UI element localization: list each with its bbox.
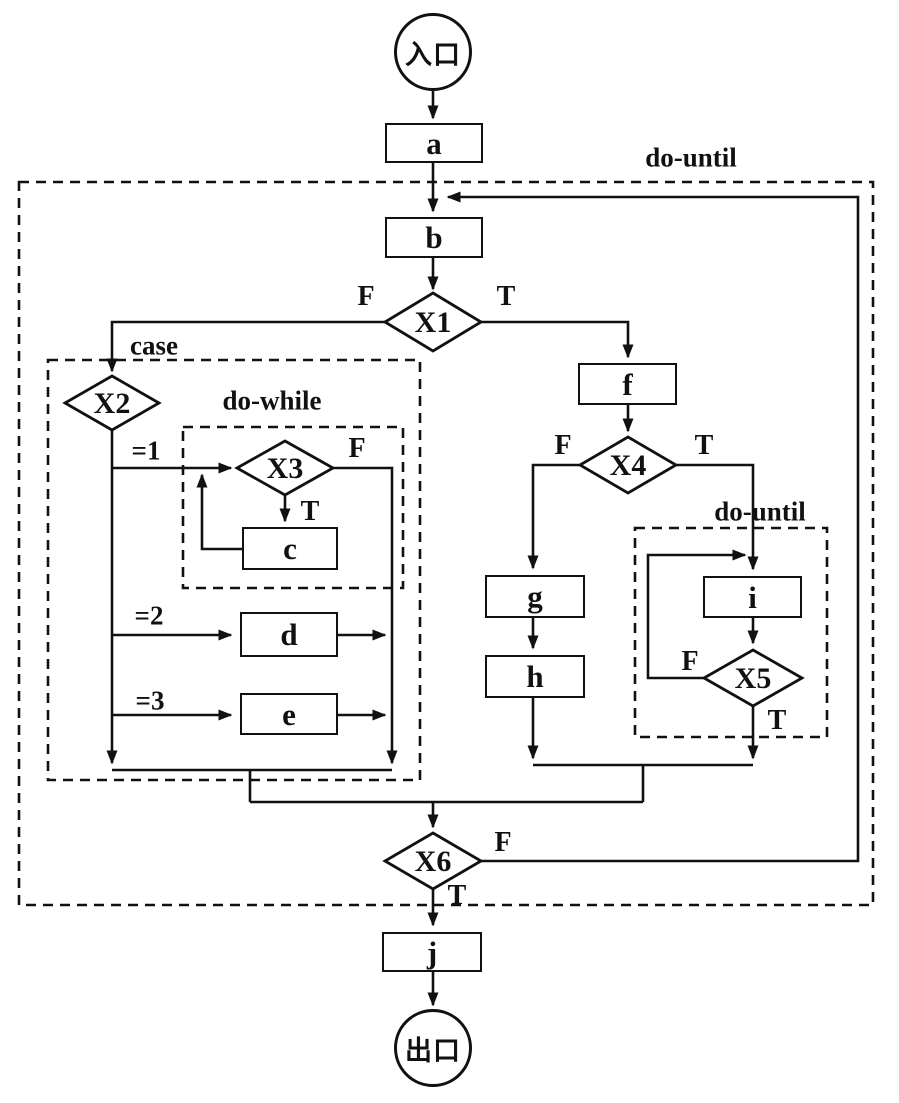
decision-label-x1: X1 bbox=[414, 306, 452, 339]
x1-false-label: F bbox=[357, 281, 375, 312]
x6-false-label: F bbox=[494, 827, 512, 858]
process-box-f: f bbox=[578, 363, 677, 405]
x5-false-label: F bbox=[681, 646, 699, 677]
connector-x6-false-feedback bbox=[446, 191, 860, 863]
process-box-a: a bbox=[385, 123, 483, 163]
connector-x4-true-to-i bbox=[676, 463, 759, 571]
decision-x6 bbox=[382, 831, 484, 891]
inner-do-until-label: do-until bbox=[714, 496, 806, 527]
decision-label-x5: X5 bbox=[734, 662, 772, 695]
case-eq3-label: =3 bbox=[135, 685, 165, 716]
outer-do-until-label: do-until bbox=[645, 142, 737, 173]
decision-x5 bbox=[701, 648, 805, 708]
x3-true-label: T bbox=[300, 496, 320, 527]
inner-do-until-region bbox=[633, 526, 829, 739]
case-eq1-label: =1 bbox=[131, 435, 161, 466]
decision-x1 bbox=[382, 291, 484, 353]
process-box-c: c bbox=[242, 527, 338, 570]
x4-true-label: T bbox=[694, 430, 714, 461]
process-box-j: j bbox=[382, 932, 482, 972]
case-eq2-label: =2 bbox=[134, 600, 164, 631]
case-region-label: case bbox=[130, 330, 178, 361]
x6-true-label: T bbox=[447, 880, 467, 911]
decision-x2 bbox=[62, 374, 162, 432]
decision-label-x4: X4 bbox=[609, 449, 647, 482]
process-box-d: d bbox=[240, 612, 338, 657]
decision-x4 bbox=[577, 435, 679, 495]
decision-label-x2: X2 bbox=[93, 387, 131, 420]
x4-false-label: F bbox=[554, 430, 572, 461]
do-while-region-label: do-while bbox=[222, 385, 322, 416]
entry-terminal: 入口 bbox=[394, 13, 472, 91]
connector-x1-false-to-x2 bbox=[106, 320, 385, 373]
x5-true-label: T bbox=[767, 705, 787, 736]
x1-true-label: T bbox=[496, 281, 516, 312]
process-box-h: h bbox=[485, 655, 585, 698]
exit-terminal: 出口 bbox=[394, 1009, 472, 1087]
do-while-region bbox=[181, 425, 405, 590]
decision-label-x3: X3 bbox=[266, 452, 304, 485]
outer-do-until-region bbox=[17, 180, 875, 907]
process-box-g: g bbox=[485, 575, 585, 618]
process-box-b: b bbox=[385, 217, 483, 258]
x3-false-label: F bbox=[348, 433, 366, 464]
connector-c-loopback-to-x3 bbox=[196, 473, 242, 551]
decision-x3 bbox=[234, 439, 336, 497]
connector-x1-true-to-f bbox=[481, 320, 634, 359]
process-box-i: i bbox=[703, 576, 802, 618]
connector-x3-false-exit bbox=[333, 466, 398, 765]
case-region bbox=[46, 358, 422, 782]
decision-label-x6: X6 bbox=[414, 845, 452, 878]
process-box-e: e bbox=[240, 693, 338, 735]
connector-x5-false-loopback bbox=[646, 549, 747, 680]
connector-x4-false-to-g bbox=[527, 463, 580, 570]
